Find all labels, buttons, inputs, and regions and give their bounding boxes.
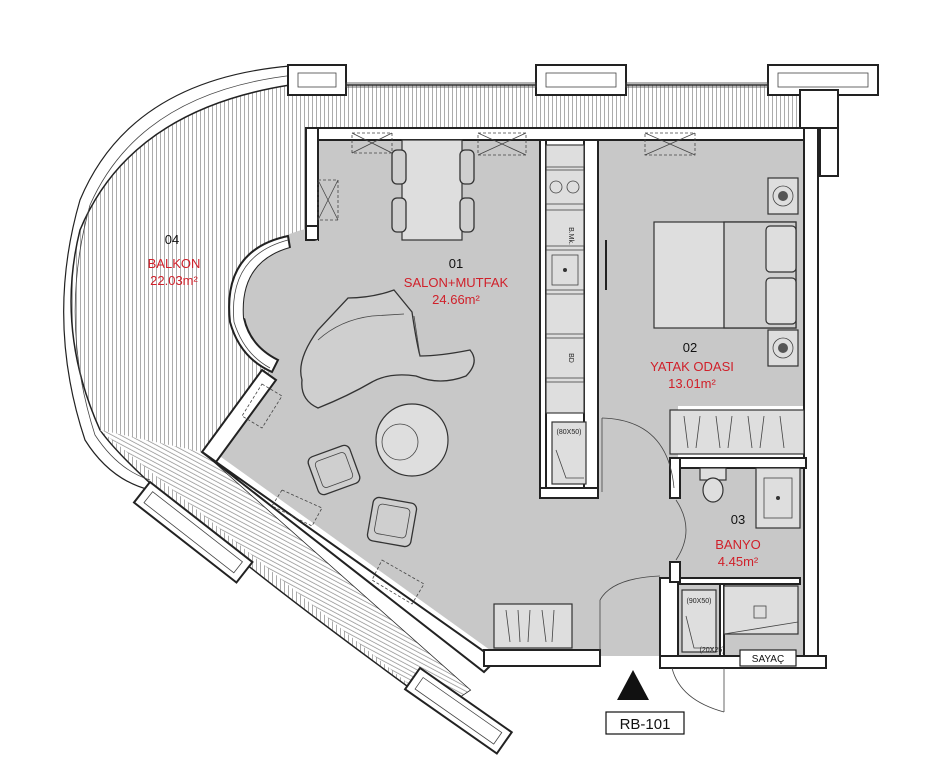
shower-label-bath-small: (20X25) xyxy=(700,647,725,654)
toilet xyxy=(699,467,727,503)
meter-label: SAYAÇ xyxy=(752,654,784,665)
room-area-balkon: 22.03m² xyxy=(150,273,198,288)
armchair-2 xyxy=(366,496,418,548)
appliance-label-bmk: B.Mk. xyxy=(567,227,574,245)
shower-tray-bath xyxy=(681,589,717,653)
wardrobe-bedroom xyxy=(669,409,805,455)
kitchen-counter xyxy=(545,144,607,414)
shower-label-kitchen: (80X50) xyxy=(557,429,582,436)
doors xyxy=(599,417,725,713)
entrance-arrow-icon xyxy=(617,670,649,700)
room-name-banyo: BANYO xyxy=(715,537,761,552)
room-label-salon: 01 SALON+MUTFAK 24.66m² xyxy=(404,256,509,307)
dining-table xyxy=(391,139,475,241)
sofa xyxy=(300,289,475,409)
room-label-balkon: 04 BALKON 22.03m² xyxy=(148,232,201,288)
unit-code: RB-101 xyxy=(620,716,671,733)
coffee-table xyxy=(375,403,449,477)
bed xyxy=(653,221,797,329)
room-label-banyo: 03 BANYO 4.45m² xyxy=(715,512,761,569)
room-number-01: 01 xyxy=(449,256,463,271)
room-area-banyo: 4.45m² xyxy=(718,554,759,569)
shower-label-bath: (90X50) xyxy=(687,598,712,605)
room-label-yatak: 02 YATAK ODASI 13.01m² xyxy=(650,340,734,391)
meter-box xyxy=(739,649,797,667)
top-window-frames xyxy=(287,64,879,177)
wardrobe-living xyxy=(493,603,573,649)
window-marks xyxy=(241,132,696,605)
walls xyxy=(200,127,827,674)
room-name-balkon: BALKON xyxy=(148,256,201,271)
room-area-salon: 24.66m² xyxy=(432,292,480,307)
room-name-yatak: YATAK ODASI xyxy=(650,359,734,374)
room-name-salon: SALON+MUTFAK xyxy=(404,275,509,290)
room-number-03: 03 xyxy=(731,512,745,527)
bathroom-sink xyxy=(755,467,801,529)
unit-code-box xyxy=(605,711,685,735)
bathroom-shower xyxy=(723,585,799,635)
shower-tray-kitchen xyxy=(551,421,587,485)
armchair-1 xyxy=(307,444,361,496)
room-number-04: 04 xyxy=(165,232,179,247)
nightstands xyxy=(767,177,799,367)
appliance-label-bd: BD xyxy=(567,353,574,363)
room-number-02: 02 xyxy=(683,340,697,355)
room-area-yatak: 13.01m² xyxy=(668,376,716,391)
balcony-area xyxy=(63,65,806,711)
balcony-railing-frames xyxy=(132,480,514,755)
